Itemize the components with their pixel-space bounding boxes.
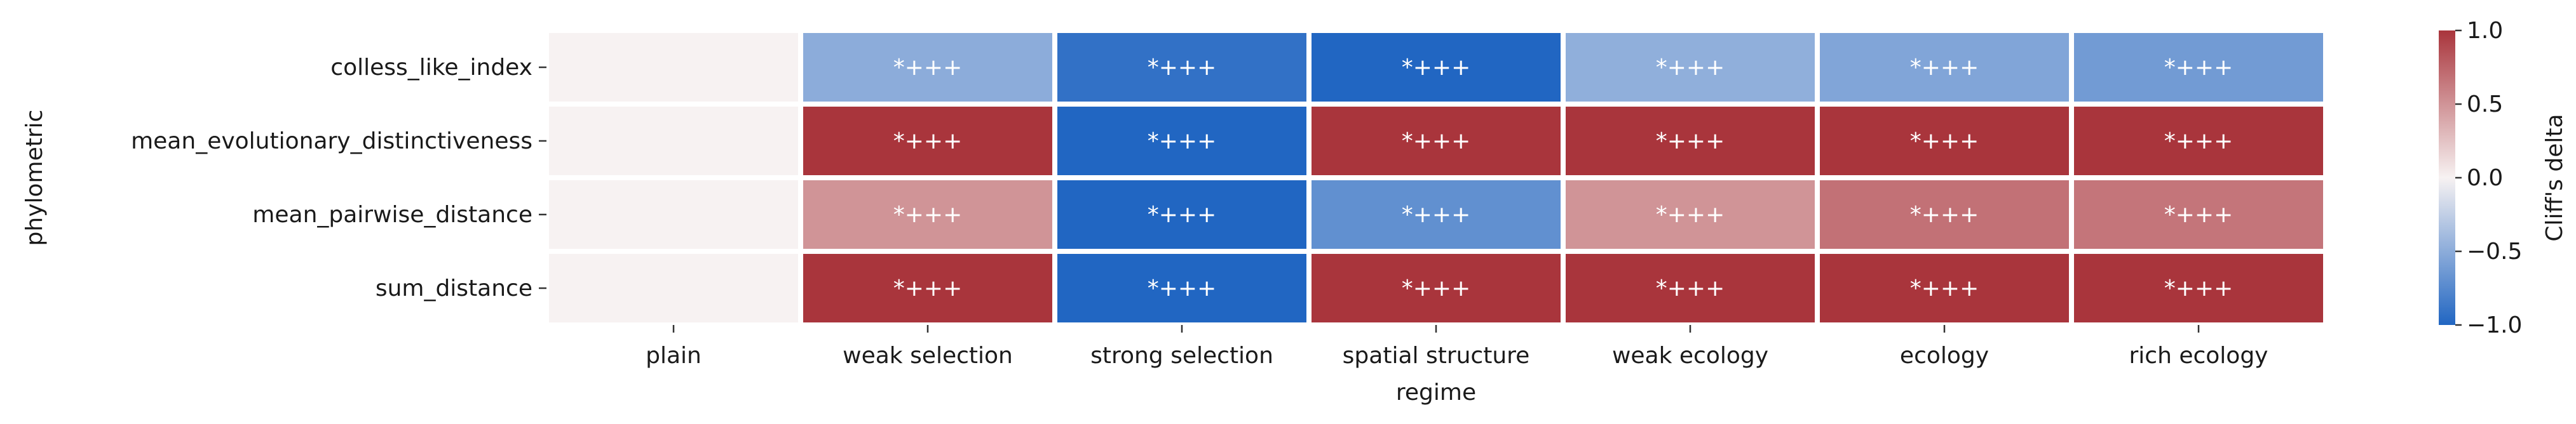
cell-annotation: *+++ (893, 202, 963, 228)
y-tick-label: mean_pairwise_distance (252, 202, 532, 228)
heatmap-cell (2069, 102, 2328, 180)
cell-annotation: *+++ (893, 55, 963, 81)
cell-annotation: *+++ (1656, 55, 1725, 81)
colorbar-tick-label: −1.0 (2467, 312, 2522, 338)
cell-annotation: *+++ (1656, 128, 1725, 154)
cell-annotation: *+++ (1910, 55, 1979, 81)
heatmap-cell (798, 249, 1057, 328)
heatmap-cell (1561, 102, 1820, 180)
heatmap-cell (544, 175, 803, 254)
y-tick-label: mean_evolutionary_distinctiveness (131, 128, 532, 154)
cell-annotations: *+++ *+++ *+++ *+++ *+++ *+++ *+++ *+++ *+++ *+++… (893, 55, 2234, 301)
colorbar-tick-label: 0.0 (2467, 165, 2503, 191)
cell-annotation: *+++ (2164, 55, 2234, 81)
colorbar-tick-label: 1.0 (2467, 18, 2503, 44)
cell-annotation: *+++ (2164, 275, 2234, 301)
colorbar-label: Cliff's delta (2542, 114, 2568, 241)
colorbar-tick-label: 0.5 (2467, 91, 2503, 117)
cell-annotation: *+++ (893, 275, 963, 301)
colorbar-tick-label: −0.5 (2467, 239, 2522, 265)
cell-annotation: *+++ (1910, 202, 1979, 228)
x-tick-label: rich ecology (2129, 343, 2268, 369)
x-tick-label: weak ecology (1612, 343, 1768, 369)
heatmap-cell (1815, 175, 2074, 254)
x-tick-label: spatial structure (1343, 343, 1530, 369)
cell-annotation: *+++ (1148, 275, 1217, 301)
cell-annotation: *+++ (1402, 128, 1471, 154)
heatmap-cell (798, 175, 1057, 254)
cell-annotation: *+++ (1910, 128, 1979, 154)
cell-annotation: *+++ (1656, 275, 1725, 301)
cell-annotation: *+++ (1148, 55, 1217, 81)
y-tick-label: colless_like_index (330, 55, 532, 81)
x-tick-label: plain (646, 343, 702, 369)
heatmap-cell (1561, 175, 1820, 254)
heatmap-cell (1052, 102, 1312, 180)
heatmap-cell (544, 102, 803, 180)
y-axis: colless_like_index mean_evolutionary_dist… (131, 55, 546, 301)
cell-annotation: *+++ (893, 128, 963, 154)
cell-annotation: *+++ (2164, 202, 2234, 228)
cell-annotation: *+++ (1910, 275, 1979, 301)
cell-annotation: *+++ (1148, 202, 1217, 228)
colorbar: −1.0 −0.5 0.0 0.5 1.0 Cliff's delta (2439, 18, 2568, 338)
cell-annotation: *+++ (2164, 128, 2234, 154)
colorbar-ticks: −1.0 −0.5 0.0 0.5 1.0 (2455, 18, 2522, 338)
cell-annotation: *+++ (1402, 55, 1471, 81)
x-tick-label: ecology (1900, 343, 1989, 369)
cell-annotation: *+++ (1656, 202, 1725, 228)
x-tick-label: strong selection (1090, 343, 1273, 369)
x-tick-label: weak selection (843, 343, 1013, 369)
x-axis-label: regime (1396, 380, 1476, 406)
heatmap-cell (544, 249, 803, 328)
y-axis-label: phylometric (22, 110, 48, 246)
y-tick-label: sum_distance (376, 275, 532, 301)
heatmap-cells (544, 28, 2328, 328)
heatmap-cell (1815, 249, 2074, 328)
cell-annotation: *+++ (1402, 202, 1471, 228)
heatmap-cell (544, 28, 803, 107)
x-axis: plain weak selection strong selection spati… (646, 325, 2268, 369)
cell-annotation: *+++ (1148, 128, 1217, 154)
heatmap-cell (1052, 175, 1312, 254)
cell-annotation: *+++ (1402, 275, 1471, 301)
colorbar-gradient (2439, 30, 2455, 325)
